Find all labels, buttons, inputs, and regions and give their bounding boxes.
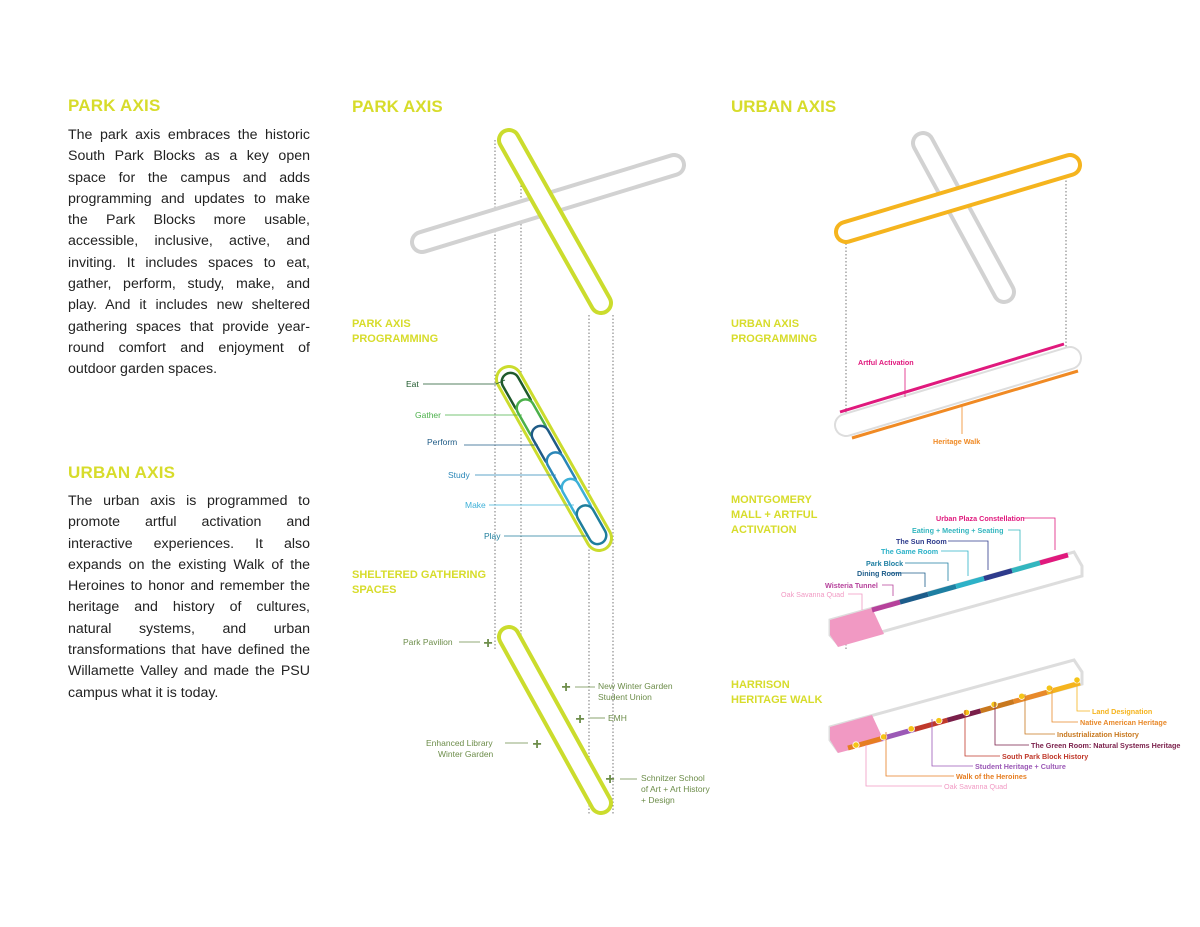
montgomery-segment [871, 599, 901, 613]
heritage-walk-label: Heritage Walk [933, 437, 980, 446]
walk-of-heroines-label: Walk of the Heroines [956, 772, 1027, 781]
dining-room-label: Dining Room [857, 569, 902, 578]
program-label-play: Play [484, 531, 501, 541]
heritage-marker-dot [990, 700, 998, 708]
park-axis-description: The park axis embraces the historic Sout… [68, 127, 310, 378]
montgomery-labels: Urban Plaza Constellation Eating + Meeti… [781, 514, 1056, 610]
park-pavilion-label: Park Pavilion [403, 637, 453, 647]
emh-plus-icon: + [575, 711, 584, 728]
park-diagram-title: PARK AXIS [352, 97, 443, 116]
heritage-marker-dot [962, 708, 971, 717]
program-label-study: Study [448, 470, 470, 480]
montgomery-segment [927, 584, 957, 597]
south-park-block-history-label: South Park Block History [1002, 752, 1088, 761]
program-segment-fill [533, 427, 560, 464]
harrison-labels: Land Designation Native American Heritag… [865, 680, 1180, 791]
urban-projection-lines [845, 170, 1067, 650]
program-segment-fill [578, 506, 605, 543]
wisteria-tunnel-label: Wisteria Tunnel [825, 581, 878, 590]
harrison-segment [1013, 689, 1048, 704]
oak-savanna-quad-block [830, 608, 884, 647]
park-axis-heading: PARK AXIS [68, 96, 161, 115]
industrialization-history-label: Industrialization History [1057, 730, 1139, 739]
harrison-heritage-walk-label: HARRISON HERITAGE WALK [731, 679, 823, 706]
montgomery-segment [983, 568, 1013, 581]
native-american-heritage-label: Native American Heritage [1080, 718, 1167, 727]
heritage-marker-dot [1018, 692, 1026, 700]
park-pavilion-plus-icon: + [483, 635, 492, 652]
program-label-perform: Perform [427, 437, 457, 447]
harrison-oak-savanna-label: Oak Savanna Quad [944, 782, 1007, 791]
harrison-segments [847, 676, 1081, 751]
montgomery-mall-label: MONTGOMERY MALL + ARTFUL ACTIVATION [731, 494, 820, 536]
park-block-label: Park Block [866, 559, 903, 568]
winter-garden-plus-icon: + [561, 679, 570, 696]
library-plus-icon: + [532, 736, 541, 753]
program-segment-fill [548, 453, 575, 490]
montgomery-segment [1039, 552, 1069, 566]
schnitzer-plus-icon: + [605, 771, 614, 788]
artful-activation-label: Artful Activation [858, 358, 914, 367]
program-segment-fill [563, 480, 590, 517]
emh-label: EMH [608, 713, 627, 723]
program-label-make: Make [465, 500, 486, 510]
enhanced-library-label: Enhanced Library Winter Garden [426, 738, 495, 759]
urban-plaza-constellation-label: Urban Plaza Constellation [936, 514, 1025, 523]
urban-programming-label: URBAN AXIS PROGRAMMING [731, 318, 817, 345]
park-program-segments [500, 371, 608, 546]
urban-axis-description: The urban axis is programmed to promote … [68, 493, 310, 701]
student-heritage-label: Student Heritage + Culture [975, 762, 1066, 771]
program-segment-fill [503, 374, 530, 411]
artful-activation-line [839, 342, 1065, 414]
program-label-gather: Gather [415, 410, 441, 420]
program-segment-fill [518, 400, 545, 437]
harrison-segment [946, 708, 982, 723]
heritage-marker-dot [852, 741, 860, 749]
game-room-label: The Game Room [881, 547, 938, 556]
land-designation-label: Land Designation [1092, 707, 1152, 716]
program-label-eat: Eat [406, 379, 419, 389]
heritage-marker-dot [1045, 684, 1053, 692]
schnitzer-label: Schnitzer School of Art + Art History + … [641, 773, 712, 805]
heritage-marker-dot [880, 733, 888, 741]
sheltered-gathering-label: SHELTERED GATHERING SPACES [352, 569, 489, 596]
park-program-labels: Eat Gather Perform Study Make Play [406, 379, 588, 541]
heritage-walk-line [851, 369, 1079, 440]
urban-axis-heading: URBAN AXIS [68, 463, 176, 482]
park-programming-label: PARK AXIS PROGRAMMING [352, 318, 438, 345]
winter-garden-label: New Winter Garden Student Union [598, 681, 675, 702]
montgomery-segment [955, 576, 985, 589]
sun-room-label: The Sun Room [896, 537, 947, 546]
urban-axis-diagram: URBAN AXIS URBAN AXIS PROGRAMMING Artful… [731, 97, 1180, 791]
oak-savanna-quad-label: Oak Savanna Quad [781, 590, 844, 599]
park-axis-diagram: PARK AXIS PARK AXIS PROGRAMMING Eat Gath… [352, 97, 712, 815]
heritage-marker-dot [907, 725, 915, 733]
heritage-marker-dot [935, 717, 943, 725]
green-room-label: The Green Room: Natural Systems Heritage [1031, 741, 1180, 750]
eating-meeting-seating-label: Eating + Meeting + Seating [912, 526, 1003, 535]
sheltered-spaces: Park Pavilion + + New Winter Garden Stud… [403, 635, 712, 805]
urban-diagram-title: URBAN AXIS [731, 97, 836, 116]
montgomery-segments [871, 552, 1069, 613]
montgomery-segment [1011, 560, 1041, 574]
montgomery-segment [899, 591, 929, 605]
